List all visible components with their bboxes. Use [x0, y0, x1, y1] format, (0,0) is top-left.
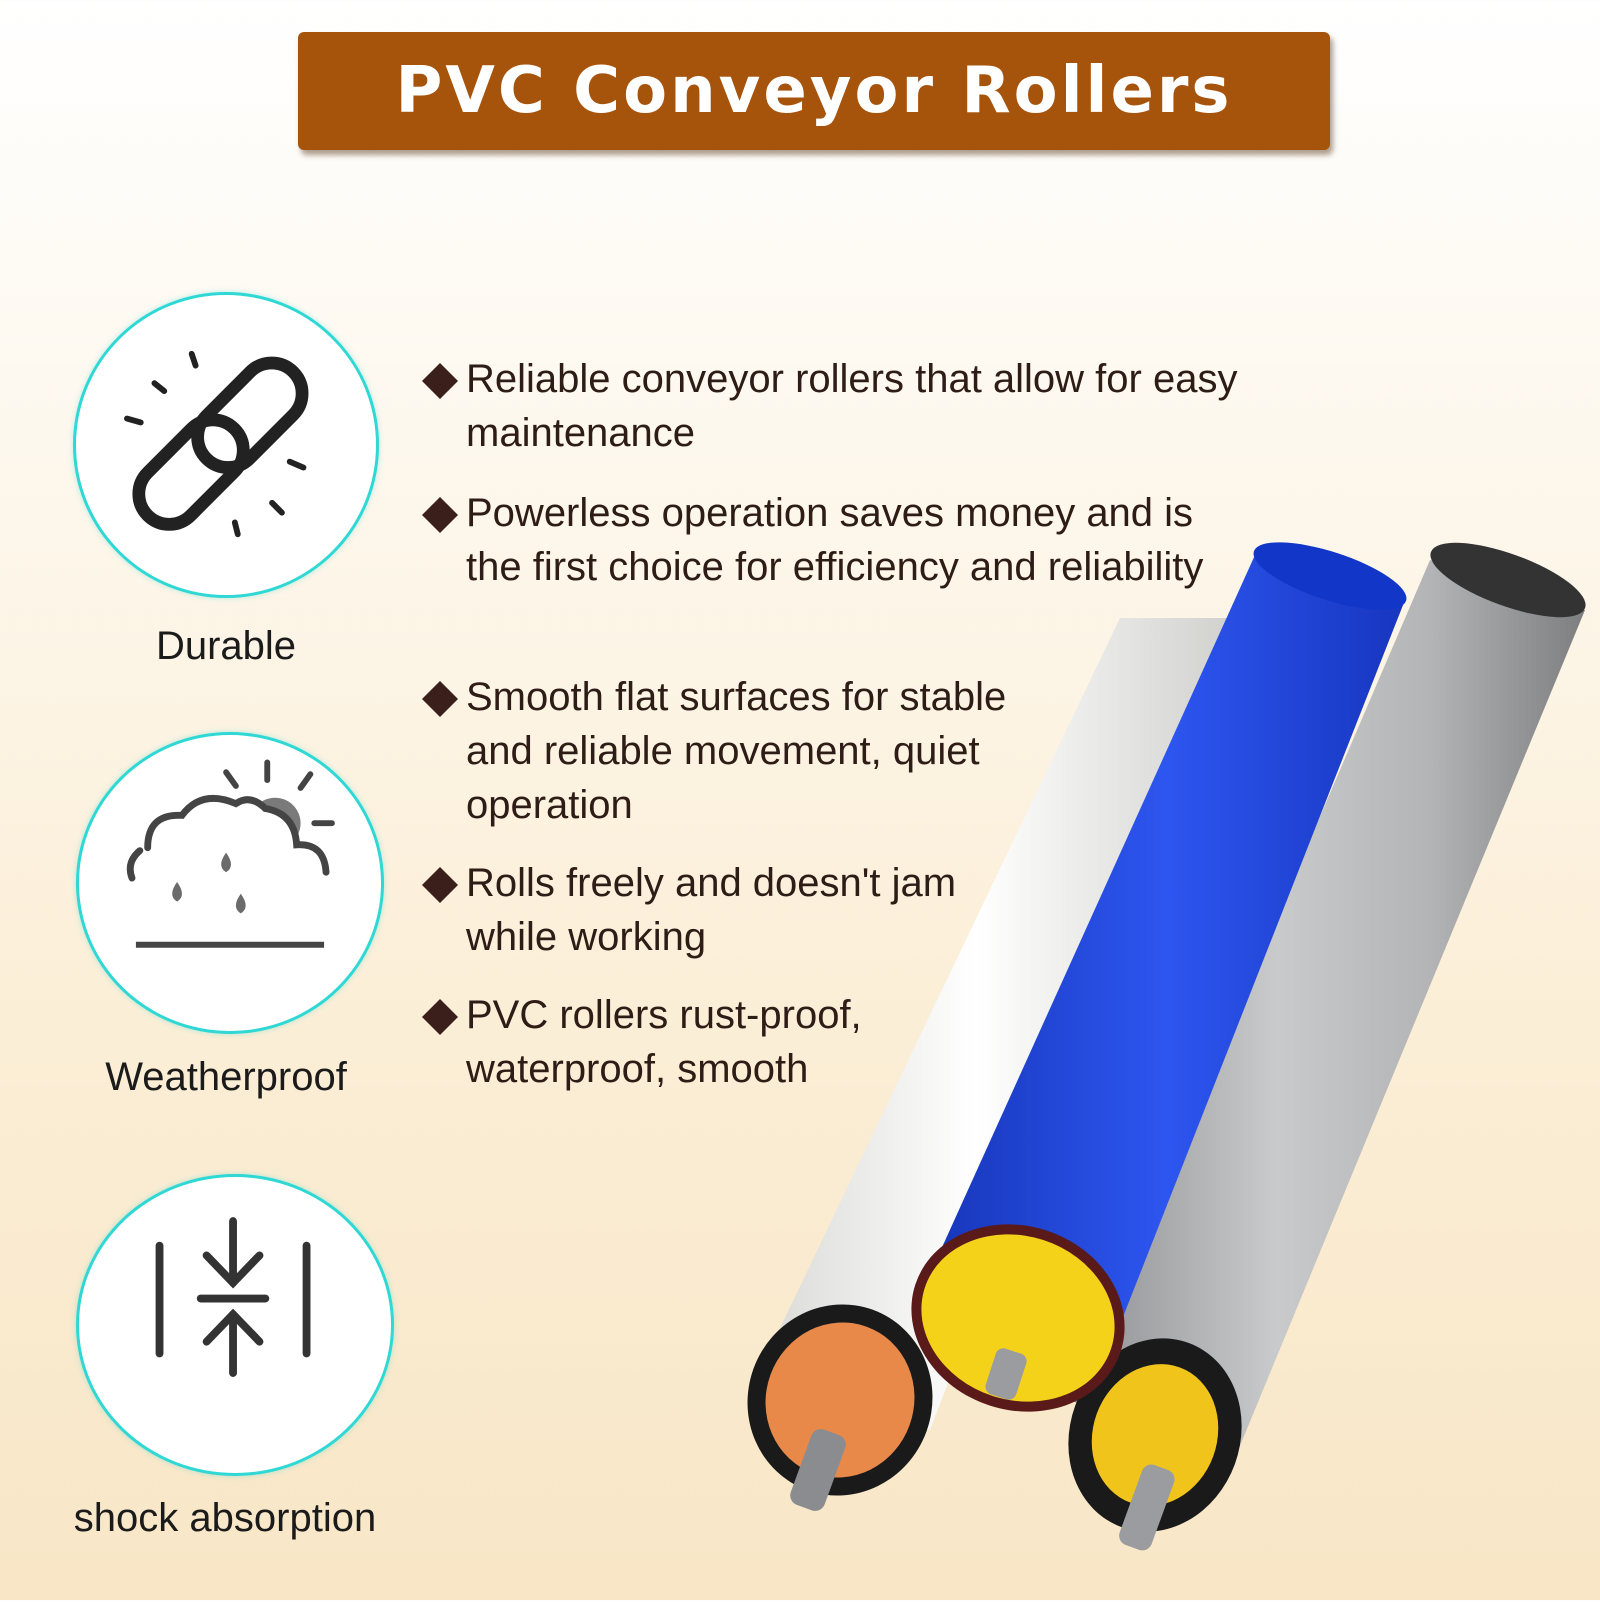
weatherproof-feature-circle: [76, 732, 384, 1034]
bullet-text: Smooth flat surfaces for stable and reli…: [466, 675, 1007, 827]
gray-roller: [1068, 542, 1586, 1551]
durable-label: Durable: [155, 624, 297, 668]
durable-feature-circle: [73, 292, 379, 598]
bullet-text: Rolls freely and doesn't jam while worki…: [466, 861, 957, 959]
weatherproof-label: Weatherproof: [105, 1055, 347, 1099]
title-banner: PVC Conveyor Rollers: [298, 32, 1330, 150]
bullet-item: Powerless operation saves money and is t…: [420, 486, 1240, 594]
bullet-item: PVC rollers rust-proof, waterproof, smoo…: [420, 988, 940, 1096]
white-roller: [747, 618, 1240, 1511]
bullet-text: Reliable conveyor rollers that allow for…: [466, 357, 1238, 455]
bullet-item: Smooth flat surfaces for stable and reli…: [420, 670, 1080, 832]
shock-absorption-label: shock absorption: [73, 1496, 377, 1540]
page-title: PVC Conveyor Rollers: [395, 54, 1233, 128]
bullet-item: Reliable conveyor rollers that allow for…: [420, 352, 1240, 460]
blue-roller: [911, 542, 1407, 1412]
diamond-bullet-icon: [422, 681, 458, 717]
diamond-bullet-icon: [422, 363, 458, 399]
diamond-bullet-icon: [422, 867, 458, 903]
bullet-item: Rolls freely and doesn't jam while worki…: [420, 856, 1040, 964]
bullet-text: Powerless operation saves money and is t…: [466, 491, 1204, 589]
rollers-illustration: [747, 542, 1586, 1551]
diamond-bullet-icon: [422, 999, 458, 1035]
cloud-rain-sun-icon: [126, 759, 335, 948]
conveyor-rollers-image: [700, 540, 1600, 1600]
chain-link-icon: [124, 350, 309, 538]
bullet-text: PVC rollers rust-proof, waterproof, smoo…: [466, 993, 862, 1091]
diamond-bullet-icon: [422, 497, 458, 533]
compress-arrows-icon: [155, 1217, 311, 1377]
shock-absorption-feature-circle: [76, 1174, 394, 1476]
